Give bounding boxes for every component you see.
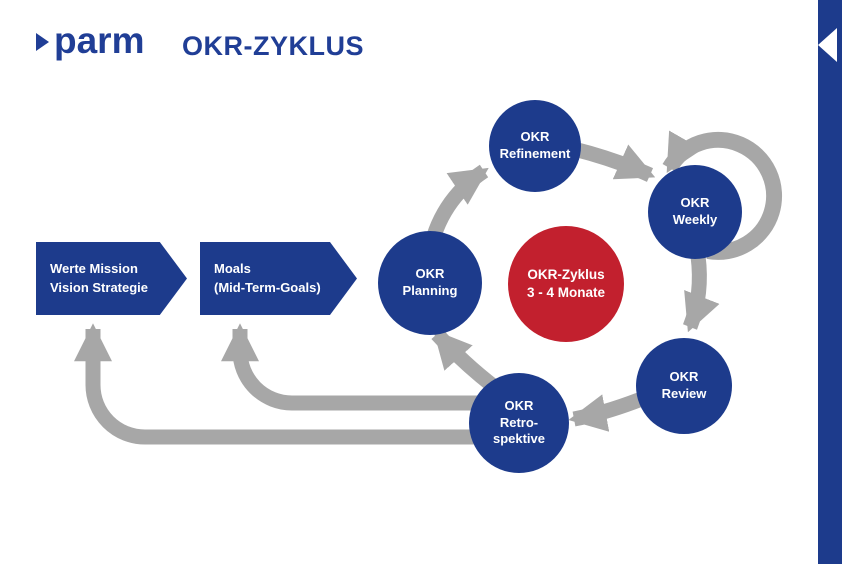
arrow-refinement-to-weekly xyxy=(572,141,656,182)
arrow-retro-feedback-to-moals xyxy=(221,323,528,411)
node-label-line: OKR xyxy=(520,129,550,145)
arrow-review-to-retro xyxy=(568,391,647,432)
chevron-label-line: (Mid-Term-Goals) xyxy=(214,279,321,295)
cycle-duration-badge: OKR-Zyklus 3 - 4 Monate xyxy=(508,226,624,342)
node-label-line: OKR xyxy=(669,369,699,385)
node-okr-refinement: OKR Refinement xyxy=(489,100,581,192)
arrow-weekly-to-review xyxy=(682,255,720,333)
node-label-line: 3 - 4 Monate xyxy=(526,285,605,300)
chevron-label-line: Werte Mission xyxy=(50,261,138,277)
node-okr-retrospektive: OKR Retro- spektive xyxy=(469,373,569,473)
right-edge-bar xyxy=(818,0,842,564)
chevron-label-line: Moals xyxy=(214,261,251,277)
node-okr-planning: OKR Planning xyxy=(378,231,482,335)
node-label-line: OKR-Zyklus xyxy=(527,267,605,283)
node-label-line: Planning xyxy=(402,283,458,298)
node-label-line: Weekly xyxy=(672,212,718,227)
chevron-left-icon xyxy=(818,28,837,62)
arrow-retro-feedback-to-vision xyxy=(74,323,528,445)
logo-wordmark: parm xyxy=(54,20,145,61)
node-label-line: OKR xyxy=(680,195,710,211)
node-okr-weekly: OKR Weekly xyxy=(648,165,742,259)
chevron-label-line: Vision Strategie xyxy=(50,279,149,295)
node-label-line: Retro- xyxy=(499,414,539,430)
node-label-line: OKR xyxy=(504,397,534,413)
input-chevron-moals: Moals (Mid-Term-Goals) xyxy=(200,242,357,315)
page-title: OKR-ZYKLUS xyxy=(182,31,364,61)
node-label-line: Review xyxy=(661,386,707,401)
arrow-retro-to-planning xyxy=(431,328,502,395)
node-okr-review: OKR Review xyxy=(636,338,732,434)
input-chevron-vision: Werte Mission Vision Strategie xyxy=(36,242,187,315)
node-label-line: OKR xyxy=(415,266,445,282)
arrow-weekly-self-loop xyxy=(662,130,783,260)
play-triangle-icon xyxy=(36,32,49,51)
parm-logo: parm xyxy=(36,22,144,59)
node-label-line: Refinement xyxy=(499,146,571,161)
node-label-line: spektive xyxy=(492,431,546,447)
